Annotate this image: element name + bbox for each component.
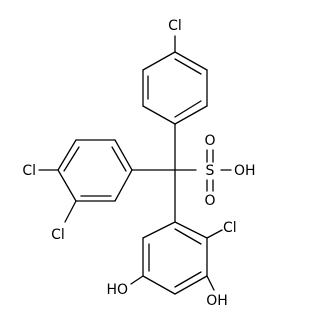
ring-3-4-dichlorophenyl xyxy=(38,139,133,223)
atom-label-sulfur: S xyxy=(206,163,215,179)
atom-label-oxygen-top: O xyxy=(204,133,215,149)
atom-label-cl-top: Cl xyxy=(168,18,182,34)
sulfonic-acid-group xyxy=(206,149,232,192)
atom-label-oh-left: HO xyxy=(106,282,128,298)
atom-label-cl-left-lower: Cl xyxy=(51,227,65,243)
ring-2-chloro-3-5-dihydroxyphenyl xyxy=(130,221,223,295)
atom-label-oh-right: OH xyxy=(206,293,228,309)
central-carbon-bonds xyxy=(131,123,197,223)
atom-label-cl-right: Cl xyxy=(223,220,237,236)
chemical-structure: Cl Cl Cl S O O OH Cl HO OH xyxy=(22,18,256,309)
ring-4-chlorophenyl xyxy=(142,35,208,125)
atom-label-sulfonic-oh: OH xyxy=(234,163,256,179)
atom-label-oxygen-bottom: O xyxy=(204,193,215,209)
atom-label-cl-left-upper: Cl xyxy=(22,163,36,179)
